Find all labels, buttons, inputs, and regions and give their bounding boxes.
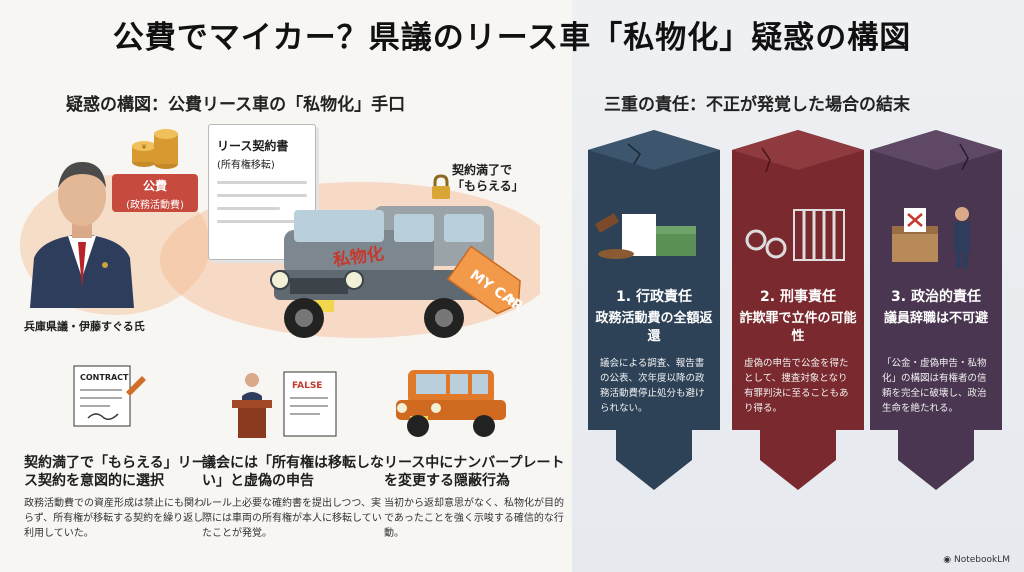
pillar-shape	[588, 130, 720, 490]
item-3-body: 当初から返却意思がなく、私物化が目的であったことを強く示唆する確信的な行動。	[384, 498, 564, 539]
pillar-1-subtitle: 政務活動費の全額返還	[595, 311, 713, 344]
doc-line	[217, 194, 307, 197]
page-title: 公費でマイカー？県議のリース車「私物化」疑惑の構図	[112, 20, 912, 56]
lock-caption-line2: 「もらえる」	[452, 179, 524, 193]
pillar-political: 3. 政治的責任 議員辞職は不可避 「公金・虚偽申告・私物化」の構図は有権者の信…	[870, 130, 1002, 490]
notebooklm-logo-icon: ◉	[943, 555, 954, 565]
public-funds-sub-label: (政務活動費)	[126, 200, 184, 211]
contract-icon-label: CONTRACT	[80, 373, 129, 382]
politician-label: 兵庫県議・伊藤すぐる氏	[24, 320, 145, 333]
public-funds-label: 公費	[142, 179, 167, 193]
contract-title: リース契約書	[217, 139, 289, 153]
lock-caption: 契約満了で 「もらえる」	[452, 162, 524, 194]
orange-car-icon	[396, 370, 506, 437]
pillar-3-title: 3. 政治的責任	[891, 289, 981, 305]
item-2-title: 議会には「所有権は移転しない」と虚偽の申告	[202, 455, 384, 489]
right-section-title: 三重の責任：不正が発覚した場合の結末	[604, 95, 910, 115]
pillar-shape	[870, 130, 1002, 490]
doc-line	[217, 220, 307, 223]
false-icon-label: FALSE	[292, 381, 322, 391]
credit-label: ◉ NotebookLM	[943, 555, 1010, 565]
item-1-title: 契約満了で「もらえる」リース契約を意図的に選択	[24, 455, 206, 489]
left-section-title: 疑惑の構図：公費リース車の「私物化」手口	[66, 95, 406, 115]
svg-text:¥: ¥	[142, 143, 147, 151]
lock-icon	[432, 174, 450, 199]
pillar-shape	[732, 130, 864, 490]
pillar-administrative: 1. 行政責任 政務活動費の全額返還 議会による調査、報告書の公表、次年度以降の…	[588, 130, 720, 490]
podium-false-icon: FALSE	[232, 371, 337, 438]
lease-contract-document: リース契約書 (所有権移転)	[208, 124, 316, 260]
contract-signing-icon: CONTRACT	[73, 365, 146, 427]
item-3-title: リース中にナンバープレートを変更する隠蔽行為	[384, 455, 565, 489]
pillar-2-body: 虚偽の申告で公金を得たとして、捜査対象となり有罪判決に至ることもあり得る。	[744, 358, 849, 414]
public-funds-badge: 公費 (政務活動費)	[112, 174, 198, 212]
lock-caption-line1: 契約満了で	[452, 163, 513, 177]
pillar-criminal: 2. 刑事責任 詐欺罪で立件の可能性 虚偽の申告で公金を得たとして、捜査対象とな…	[732, 130, 864, 490]
pillar-3-subtitle: 議員辞職は不可避	[883, 311, 988, 326]
item-2-body: ルール上必要な確約書を提出しつつ、実際には車両の所有権が本人に移転していたことが…	[202, 498, 382, 539]
pillar-1-body: 議会による調査、報告書の公表、次年度以降の政務活動費停止処分も避けられない。	[600, 358, 705, 414]
contract-sub: (所有権移転)	[217, 160, 275, 171]
doc-line	[217, 181, 307, 184]
coins-icon: ¥	[132, 129, 178, 169]
pillar-2-title: 2. 刑事責任	[760, 289, 836, 305]
pillar-2-subtitle: 詐欺罪で立件の可能性	[739, 311, 857, 344]
doc-line	[217, 207, 280, 210]
pillar-1-title: 1. 行政責任	[616, 289, 692, 305]
lease-car-scene: 私物化 MY CAR	[270, 206, 526, 338]
pillar-3-body: 「公金・虚偽申告・私物化」の構図は有権者の信頼を完全に破壊し、政治生命を絶たれる…	[882, 358, 987, 414]
item-1-body: 政務活動費での資産形成は禁止にも関わらず、所有権が移転する契約を繰り返し利用して…	[24, 498, 204, 539]
politician-icon	[30, 162, 134, 308]
credit-text: NotebookLM	[953, 555, 1010, 565]
